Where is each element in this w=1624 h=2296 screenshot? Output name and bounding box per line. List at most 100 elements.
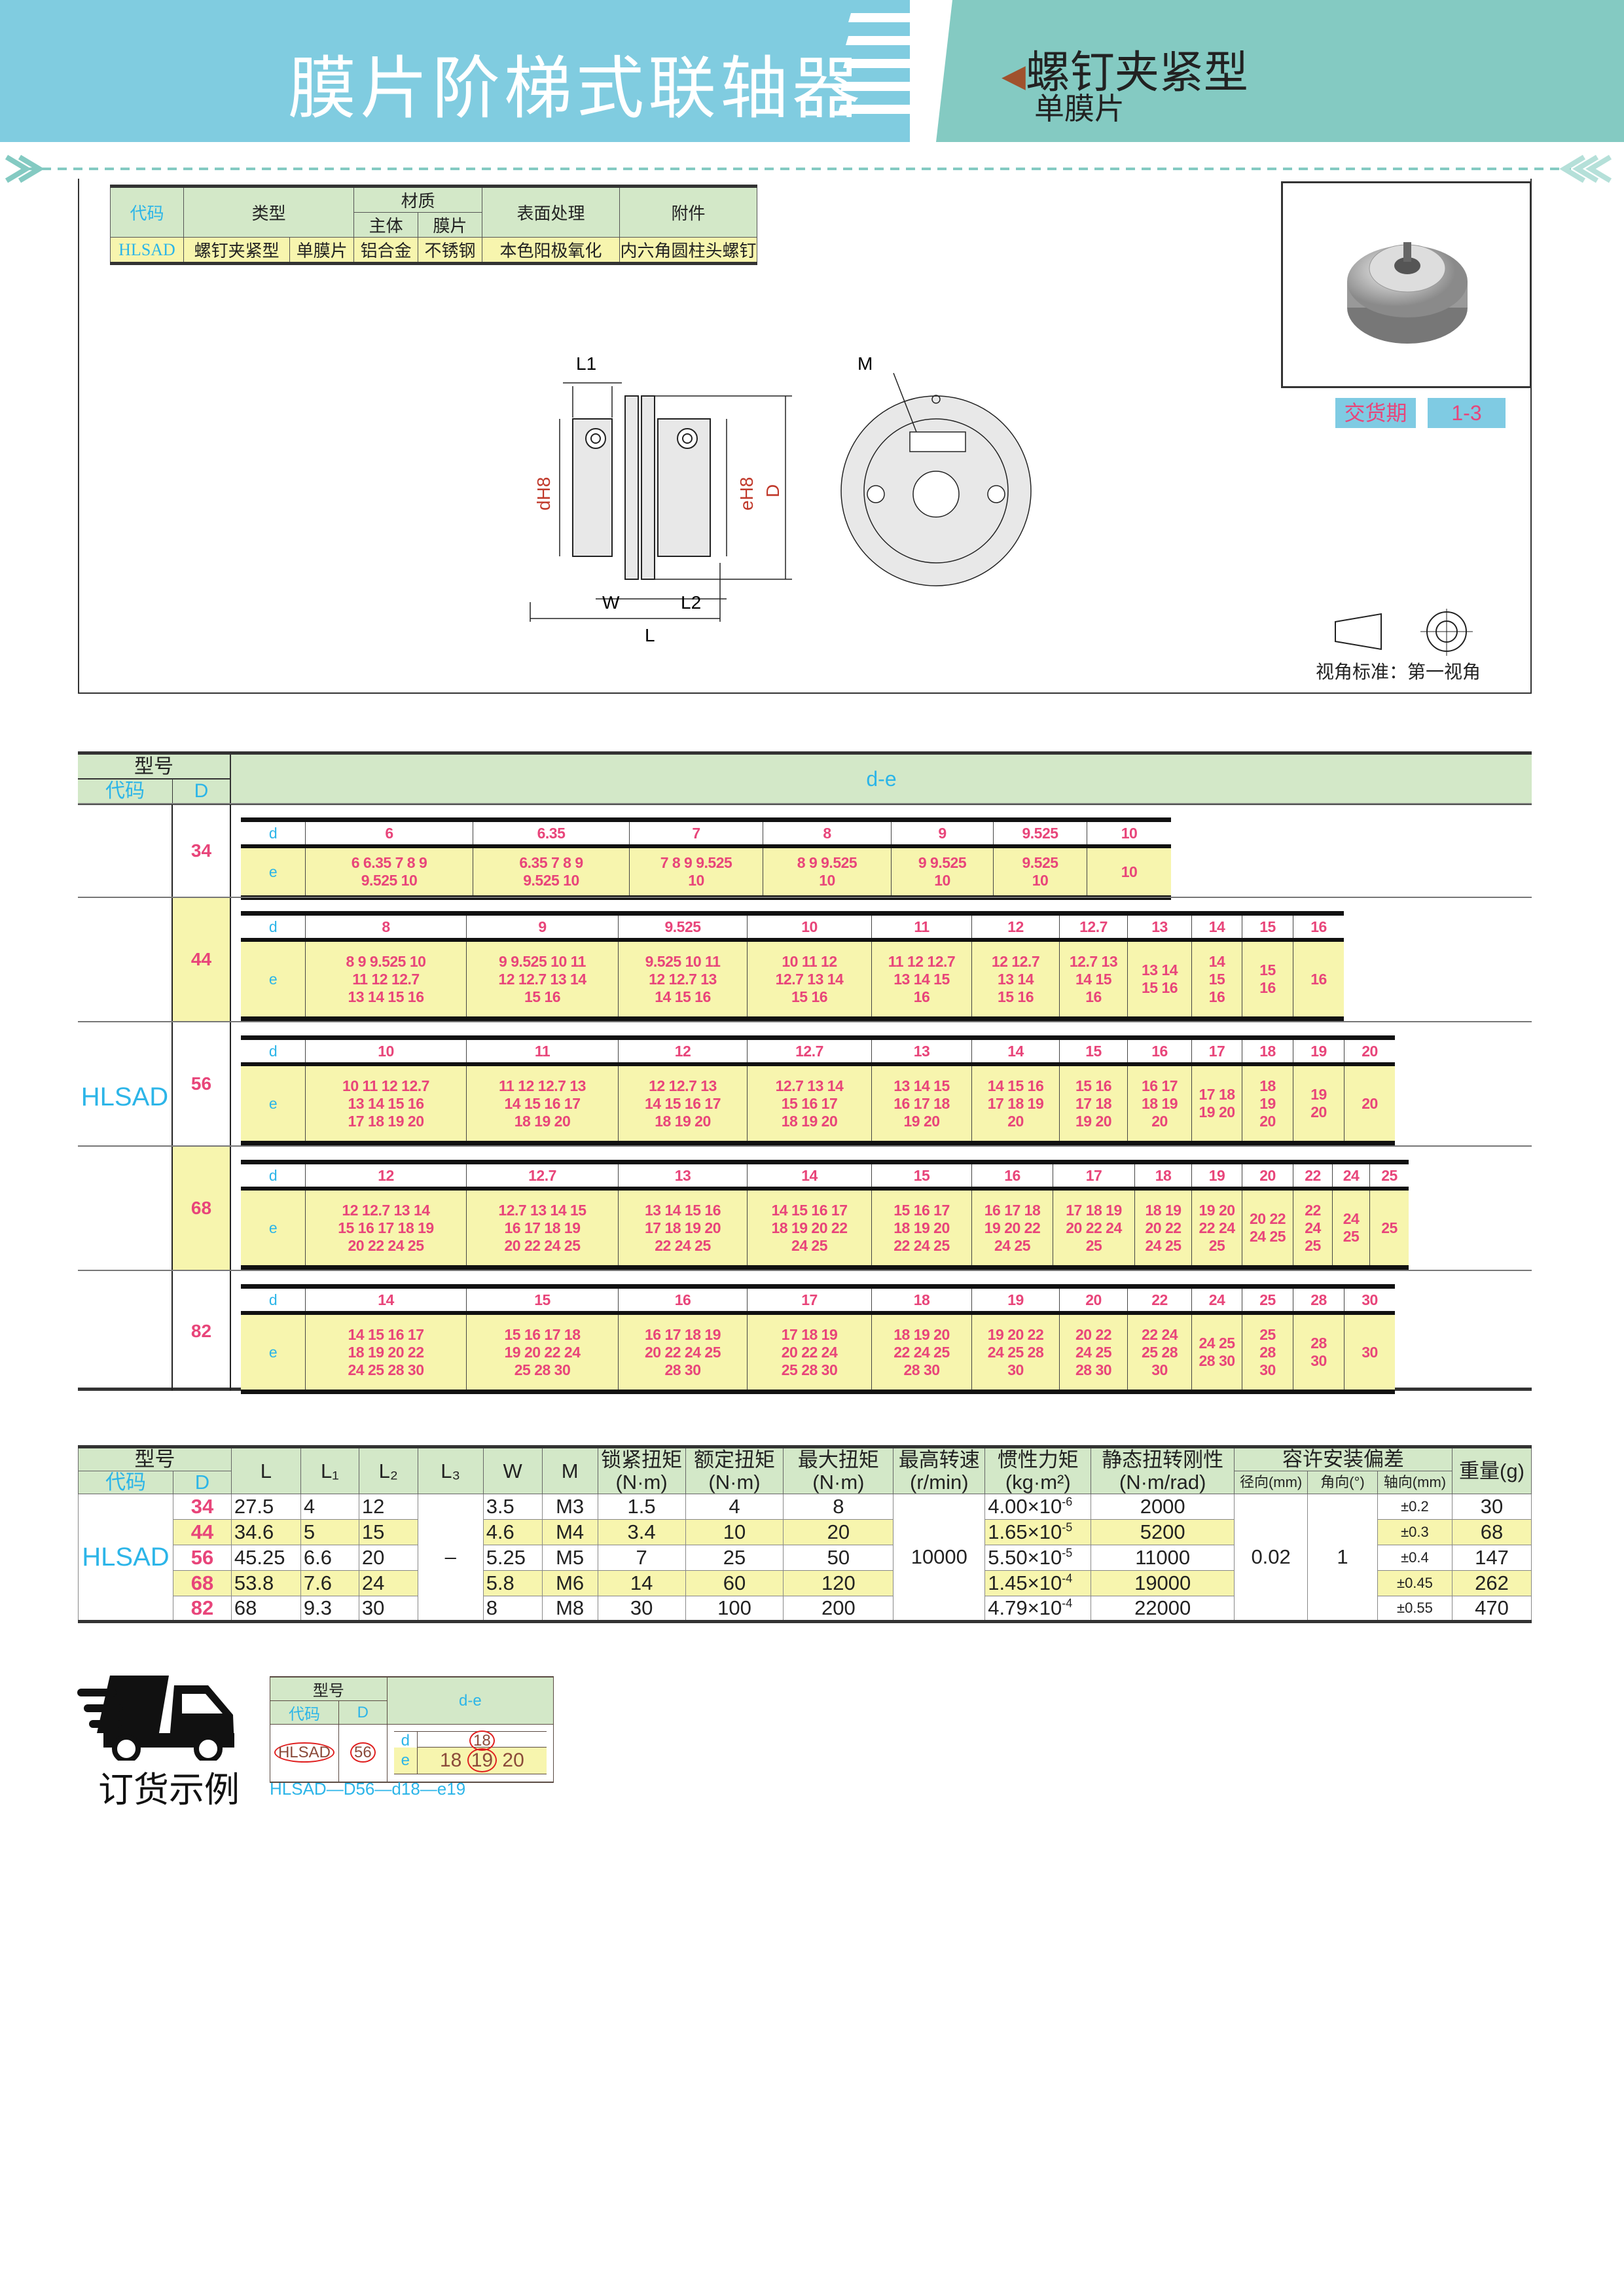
D-value: 56 (172, 1545, 232, 1571)
chevron-right-icon (5, 154, 45, 183)
delivery-label: 交货期 (1335, 398, 1416, 428)
inertia-exponent: -5 (1062, 1520, 1073, 1534)
weight: 147 (1451, 1545, 1532, 1571)
inertia-exponent: -4 (1062, 1571, 1073, 1585)
e-values: 18 19 20 (1242, 1066, 1293, 1141)
d-value: 16 (1127, 1040, 1191, 1062)
e-values: 14 15 16 17 18 19 20 22 24 25 28 30 (305, 1315, 466, 1390)
weight: 262 (1451, 1570, 1532, 1596)
d-value: 12 (305, 1164, 466, 1187)
product-photo (1281, 181, 1532, 388)
weight: 470 (1451, 1596, 1532, 1622)
h-unit: (N·m) (615, 1470, 668, 1494)
e-values: 7 8 9 9.525 10 (629, 848, 763, 895)
e-values: 12.7 13 14 15 16 17 18 19 20 22 24 25 (466, 1191, 618, 1265)
h-code: 代码 (78, 780, 173, 803)
triangle-left-icon: ◀ (1001, 59, 1026, 94)
L2-value: 15 (358, 1519, 418, 1545)
h-de: d-e (386, 1676, 554, 1725)
e-label: e (241, 1066, 305, 1141)
technical-drawing: L1 M dH8 eH8 D W L2 L (530, 353, 1032, 645)
d-value: 12 (971, 916, 1059, 938)
e-values: 11 12 12.7 13 14 15 16 (871, 942, 971, 1016)
d-value: 9 (891, 822, 993, 844)
e-values: 12.7 13 14 15 16 (1059, 942, 1127, 1016)
type-label: 螺钉夹紧型 (1025, 48, 1248, 98)
e-values: 13 14 15 16 (1127, 942, 1191, 1016)
e-values: 8 9 9.525 10 (763, 848, 891, 895)
e-values: 16 17 18 19 20 (1127, 1066, 1191, 1141)
d-label: d (268, 824, 278, 842)
d-label: d (268, 1042, 278, 1060)
h-max-speed: 最高转速 (898, 1448, 980, 1471)
h-weight: 重量(g) (1451, 1446, 1532, 1494)
d-value: 19 (1191, 1164, 1242, 1187)
e-values: 10 11 12 12.7 13 14 15 16 17 18 19 20 (305, 1066, 466, 1141)
rated-torque: 100 (685, 1596, 784, 1622)
h-lock-torque: 锁紧扭矩 (601, 1448, 683, 1471)
L1-value: 7.6 (300, 1570, 359, 1596)
d-label: d (268, 1291, 278, 1308)
h-model: 型号 (78, 755, 231, 780)
view-standard-label: 视角标准：第一视角 (1316, 662, 1481, 682)
e-values: 16 17 18 19 20 22 24 25 (971, 1191, 1053, 1265)
d-value: 17 (1191, 1040, 1242, 1062)
d-value: 7 (629, 822, 763, 844)
lock-torque: 30 (597, 1596, 686, 1622)
d-value: 24 (1332, 1164, 1369, 1187)
d-value: 13 (1127, 916, 1191, 938)
inertia-mantissa: 5.50×10 (988, 1546, 1062, 1569)
d-value: 14 (305, 1289, 466, 1311)
d-value: 14 (1191, 916, 1242, 938)
h-code: 代码 (110, 186, 184, 238)
max-torque: 200 (783, 1596, 894, 1622)
h-L3: L₃ (417, 1446, 484, 1494)
e-values: 9.525 10 11 12 12.7 13 14 15 16 (618, 942, 747, 1016)
body-material: 铝合金 (353, 237, 419, 264)
dim-d: dH8 (533, 477, 554, 511)
L-value: 27.5 (230, 1494, 301, 1520)
d-value: 24 (1191, 1289, 1242, 1311)
D-value: 68 (172, 1570, 232, 1596)
order-example-label: 订货示例 (98, 1770, 240, 1810)
dim-L2: L2 (681, 592, 701, 613)
axial-tolerance: ±0.3 (1377, 1519, 1453, 1545)
W-value: 8 (482, 1596, 543, 1622)
d-value: 12.7 (466, 1164, 618, 1187)
summary-table: 代码 类型 材质 表面处理 附件 主体 膜片 HLSAD 螺钉夹紧型 单膜片 铝… (110, 185, 757, 265)
overview-frame (78, 179, 1532, 694)
e-values: 8 9 9.525 10 11 12 12.7 13 14 15 16 (305, 942, 466, 1016)
h-unit: (kg·m²) (1005, 1470, 1071, 1494)
D-value: 34 (173, 804, 231, 897)
page-title: 膜片阶梯式联轴器 (287, 51, 864, 127)
delivery-truck-icon (77, 1676, 234, 1761)
inertia: 1.65×10-5 (984, 1519, 1092, 1545)
e-values: 6 6.35 7 8 9 9.525 10 (305, 848, 473, 895)
max-speed: 10000 (893, 1494, 986, 1622)
axial-tolerance: ±0.2 (1377, 1494, 1453, 1520)
e-option: 20 (502, 1749, 524, 1772)
example-D: 56 (350, 1742, 376, 1763)
e-values: 16 (1293, 942, 1344, 1016)
e-option: 18 (439, 1749, 462, 1772)
d-value: 14 (747, 1164, 871, 1187)
e-label: e (393, 1748, 417, 1774)
d-value: 25 (1242, 1289, 1293, 1311)
W-value: 5.25 (482, 1545, 543, 1571)
coupling-subtype: 单膜片 (1034, 92, 1125, 126)
surface: 本色阳极氧化 (482, 237, 620, 264)
e-option-selected: 19 (467, 1748, 497, 1773)
order-example-table: 型号 d-e 代码 D HLSAD 56 d e 18 18 19 20 (270, 1676, 554, 1783)
order-code-result: HLSAD—D56—d18—e19 (270, 1779, 466, 1799)
dim-e: eH8 (736, 477, 757, 511)
e-values: 12 12.7 13 14 15 16 (971, 942, 1059, 1016)
coupling-type: ◀螺钉夹紧型 (1001, 36, 1248, 101)
